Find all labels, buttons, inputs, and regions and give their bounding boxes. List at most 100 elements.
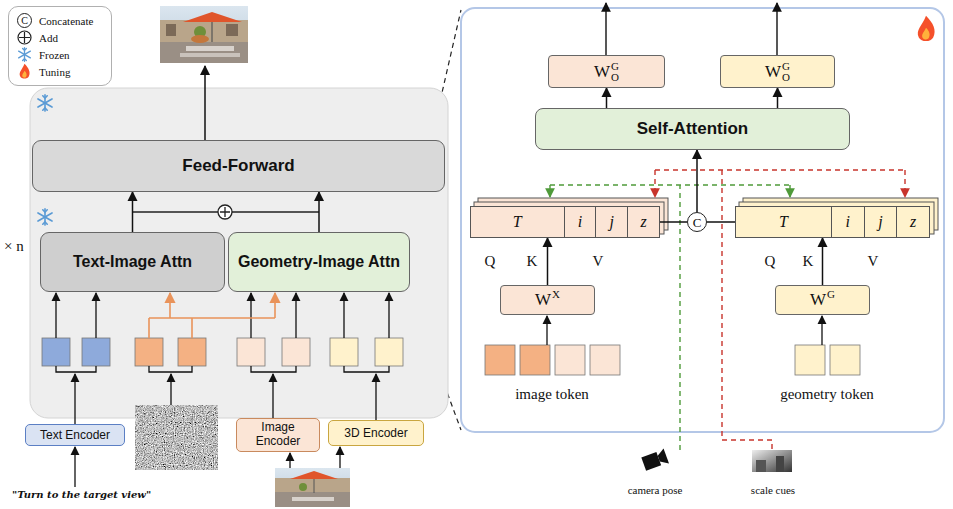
encoder-arrows <box>289 453 290 468</box>
flame-icon <box>918 16 935 41</box>
output-image <box>226 24 238 36</box>
node-text: Feed-Forward <box>182 156 294 176</box>
right-token-squares <box>520 345 550 375</box>
flame-icon <box>17 63 32 80</box>
noise-image <box>135 405 218 470</box>
snowflake-icon <box>38 95 52 111</box>
token-squares <box>42 338 70 366</box>
layer-panel-ground <box>30 88 448 418</box>
camera-icon <box>641 452 661 471</box>
node-text: Text-Image Attn <box>73 252 192 271</box>
scale-cue-image <box>752 450 792 472</box>
connector <box>707 221 735 223</box>
flame-icon <box>918 16 935 41</box>
image-token-branch <box>149 318 275 338</box>
encoder-box: Text Encoder <box>25 424 125 446</box>
layer-panel-ground <box>30 88 448 418</box>
input-image <box>275 468 350 507</box>
output-image <box>183 12 242 22</box>
token-squares <box>282 338 310 366</box>
output-image <box>186 46 234 51</box>
right-token-squares <box>555 345 585 375</box>
token-squares <box>42 338 403 366</box>
node-text: X <box>552 288 560 300</box>
output-arrow <box>205 66 206 140</box>
input-image <box>299 483 307 491</box>
projection-arrows <box>546 316 547 345</box>
node-text: z <box>627 207 659 237</box>
output-arrow <box>204 66 206 140</box>
node-text: W <box>810 290 826 310</box>
legend-text: Add <box>39 32 58 44</box>
encoder-arrows <box>344 366 389 372</box>
attention-block: Text-Image Attn <box>40 232 225 292</box>
add-symbol <box>132 205 319 219</box>
matrix-label: K <box>803 253 814 270</box>
connector <box>660 221 687 223</box>
node-text: G <box>782 61 790 72</box>
projection-arrows <box>821 316 822 345</box>
token-stack: Tijz <box>735 206 930 238</box>
right-token-squares <box>590 345 620 375</box>
legend-row: CConcatenate <box>17 12 111 29</box>
token-caption: image token <box>515 386 589 403</box>
token-squares <box>330 338 358 366</box>
right-panel-outline <box>461 8 944 432</box>
output-image <box>160 6 248 63</box>
scale-cue-line <box>904 170 905 197</box>
input-image <box>275 478 350 492</box>
input-image <box>275 492 350 507</box>
node-text: i <box>564 207 596 237</box>
node-text: O <box>611 72 619 83</box>
token-squares <box>178 338 206 366</box>
legend-row: Tuning <box>17 63 111 80</box>
attention-block: Self-Attention <box>535 108 850 150</box>
encoder-arrows <box>56 366 96 372</box>
output-arrows <box>776 3 777 55</box>
scale-cue-image <box>776 456 784 472</box>
output-image <box>160 6 248 63</box>
encoder-arrows <box>339 447 340 468</box>
add-symbol <box>18 31 31 44</box>
token-arrows <box>295 293 296 338</box>
node-text: Geometry-Image Attn <box>238 252 400 271</box>
node-text: × n <box>4 238 24 255</box>
output-image <box>166 24 176 36</box>
token-arrows <box>55 293 56 338</box>
connector <box>318 192 320 232</box>
output-image <box>160 20 248 42</box>
node-text: G <box>827 288 835 300</box>
node-text: T <box>471 207 564 237</box>
snowflake-icon <box>19 48 31 62</box>
script-pair: GO <box>782 61 790 83</box>
connector <box>696 150 698 212</box>
scale-cue-line <box>654 170 655 197</box>
add-symbol <box>220 207 230 217</box>
encoder-arrows <box>74 447 75 487</box>
connector <box>132 192 134 232</box>
image-token-branch <box>274 293 276 318</box>
output-arrows <box>605 3 606 55</box>
token-squares <box>82 338 110 366</box>
camera-icon <box>656 448 669 466</box>
connector <box>606 88 608 108</box>
node-text: j <box>595 207 627 237</box>
matrix-label: Q <box>765 253 776 270</box>
flame-icon <box>20 64 30 79</box>
input-caption: scale cues <box>751 484 795 496</box>
scale-cue-image <box>752 450 792 472</box>
input-image <box>292 497 334 501</box>
node-text: j <box>864 207 897 237</box>
image-token-branch <box>149 293 275 338</box>
weight-box: WX <box>500 285 595 315</box>
legend-row: Add <box>17 29 111 46</box>
camera-pose-line <box>549 185 550 197</box>
matrix-label: Q <box>485 253 496 270</box>
projection-arrows <box>547 316 822 345</box>
add-symbol <box>17 30 32 45</box>
scale-cue-image <box>756 460 766 472</box>
token-squares <box>237 338 265 366</box>
output-image <box>180 53 240 57</box>
input-caption: camera pose <box>628 484 683 496</box>
token-arrows <box>56 293 389 338</box>
